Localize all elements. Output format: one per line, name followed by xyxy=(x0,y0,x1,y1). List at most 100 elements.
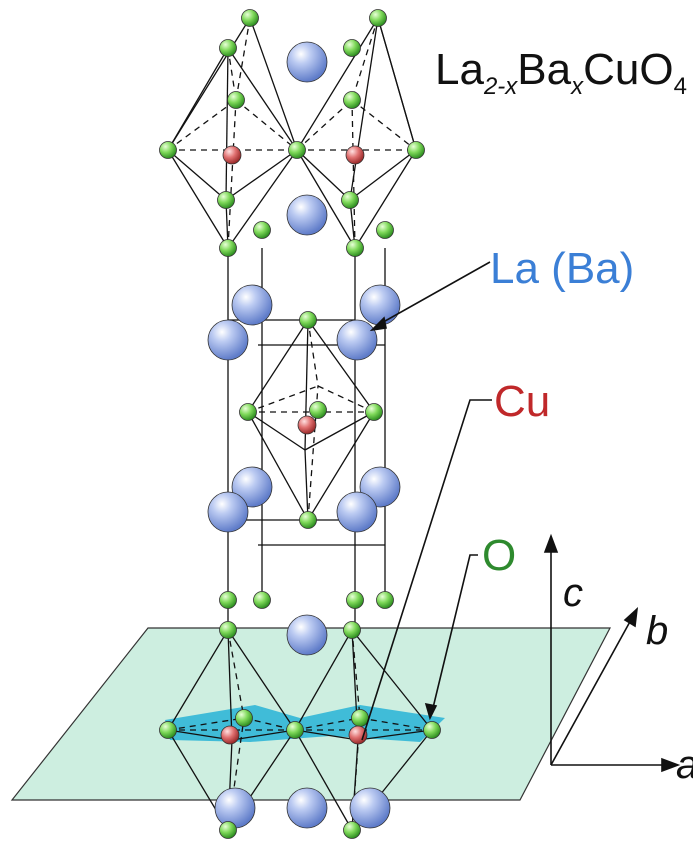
c-axis-label: c xyxy=(563,571,583,615)
oxygen-atom xyxy=(299,311,317,329)
dashed-bond xyxy=(167,99,237,151)
dashed-bond xyxy=(294,717,361,731)
oxygen-atom xyxy=(376,221,394,239)
oxygen-atom xyxy=(369,9,387,27)
bond xyxy=(167,629,229,731)
oxygen-atom xyxy=(423,721,441,739)
dashed-bond xyxy=(227,717,245,831)
oxygen-atom xyxy=(253,591,271,609)
dashed-bond xyxy=(307,319,319,387)
oxygen-atom xyxy=(227,91,245,109)
formula-sub-o: 4 xyxy=(674,73,687,100)
bond xyxy=(296,149,356,249)
axes xyxy=(543,533,681,773)
oxygen-atom xyxy=(351,709,369,727)
dashed-bond xyxy=(227,47,237,101)
bond xyxy=(351,629,433,731)
la-ba-atom xyxy=(286,194,328,236)
oxygen-atom xyxy=(346,239,364,257)
copper-atom xyxy=(220,725,240,745)
dashed-bond xyxy=(351,99,417,151)
oxygen-atom xyxy=(219,239,237,257)
dashed-bond xyxy=(227,629,245,719)
oxygen-atom xyxy=(241,9,259,27)
oxygen-atom xyxy=(159,141,177,159)
bond xyxy=(247,319,309,413)
copper-atoms xyxy=(220,145,368,745)
bond xyxy=(349,149,417,201)
bond xyxy=(307,319,375,413)
oxygen-atom xyxy=(286,721,304,739)
label-pointers xyxy=(361,261,492,741)
oxygen-atom xyxy=(341,191,359,209)
bond xyxy=(294,729,359,741)
oxygen-atom xyxy=(407,141,425,159)
bond xyxy=(227,629,233,741)
la-ba-label: La (Ba) xyxy=(490,244,634,293)
la-ba-atom xyxy=(207,319,249,361)
bond xyxy=(304,449,309,521)
oxygen-atom xyxy=(343,91,361,109)
la-ba-atom xyxy=(336,491,378,533)
b-axis-arrow xyxy=(623,606,639,628)
bond xyxy=(294,729,353,831)
oxygen-atom xyxy=(343,39,361,57)
bond xyxy=(167,17,251,151)
bond xyxy=(227,629,296,731)
la-ba-atom xyxy=(231,466,273,508)
b-axis xyxy=(550,617,633,766)
oxygen-atom xyxy=(217,191,235,209)
oxygen-atom xyxy=(159,721,177,739)
la-ba-atom xyxy=(207,491,249,533)
bond xyxy=(304,411,375,451)
oxygen-atom xyxy=(253,221,271,239)
la-ba-atom xyxy=(286,614,328,656)
oxygen-atom xyxy=(239,403,257,421)
oxygen-atom xyxy=(343,621,361,639)
la-ba-atom xyxy=(336,319,378,361)
bond xyxy=(227,149,298,249)
copper-atom xyxy=(297,415,317,435)
la-ba-atom xyxy=(214,787,256,829)
bond xyxy=(377,17,417,151)
oxygen-atom xyxy=(343,821,361,839)
la-ba-atom xyxy=(349,787,391,829)
la-ba-atom xyxy=(286,41,328,83)
dashed-bond xyxy=(235,99,298,151)
formula-sub-la: 2-x xyxy=(483,73,518,100)
bond xyxy=(167,149,229,249)
formula-ba: Ba xyxy=(517,45,571,94)
oxygen-atom xyxy=(219,821,237,839)
oxygen-atom xyxy=(299,511,317,529)
oxygen-atom xyxy=(219,621,237,639)
oxygen-atom xyxy=(219,39,237,57)
dashed-bond xyxy=(351,17,379,101)
oxygen-atom xyxy=(365,403,383,421)
formula-la: La xyxy=(435,45,484,94)
oxygen-atom xyxy=(346,591,364,609)
b-axis-label: b xyxy=(646,609,668,653)
copper-atom xyxy=(222,145,242,165)
bond xyxy=(354,149,417,249)
o-pointer-head xyxy=(424,702,438,721)
oxygen-atom xyxy=(376,591,394,609)
copper-atom xyxy=(345,145,365,165)
bond xyxy=(296,17,379,151)
dashed-bond xyxy=(167,717,245,731)
dashed-bond xyxy=(227,99,237,249)
cuo2-plane xyxy=(10,627,611,801)
bond xyxy=(307,411,375,521)
a-axis-arrow xyxy=(661,757,681,773)
dashed-bond xyxy=(243,717,296,731)
dashed-bond xyxy=(235,17,251,101)
cu-label: Cu xyxy=(494,377,550,426)
la-ba-atom xyxy=(286,787,328,829)
formula-cuo: CuO xyxy=(583,45,673,94)
dashed-bond xyxy=(359,717,433,731)
la-pointer-head xyxy=(369,316,387,332)
bond xyxy=(294,629,353,731)
cu-pointer xyxy=(361,399,492,741)
oxygen-atom xyxy=(309,401,327,419)
bond xyxy=(167,149,227,201)
